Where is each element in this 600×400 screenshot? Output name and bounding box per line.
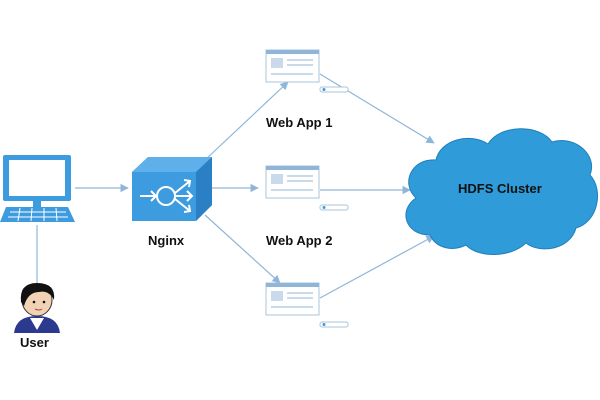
connector-app1-to-hdfs: [319, 73, 435, 144]
user-label: User: [20, 335, 49, 350]
web-page-icon: [265, 49, 349, 93]
hdfs-cluster-label: HDFS Cluster: [458, 181, 542, 196]
cloud-icon: [405, 128, 598, 255]
web-app-1-label: Web App 1: [266, 115, 333, 130]
connector-nginx-to-app1: [204, 81, 289, 161]
user-avatar-icon: [14, 283, 60, 333]
web-page-icon: [265, 165, 349, 211]
web-app-2-label: Web App 2: [266, 233, 333, 248]
web-page-icon: [265, 282, 349, 328]
nginx-label: Nginx: [148, 233, 185, 248]
desktop-computer-icon: [0, 155, 75, 222]
load-balancer-icon: [132, 157, 212, 221]
connector-app3-to-hdfs: [319, 235, 435, 299]
connectors: [36, 73, 435, 299]
connector-nginx-to-app3: [204, 214, 281, 284]
